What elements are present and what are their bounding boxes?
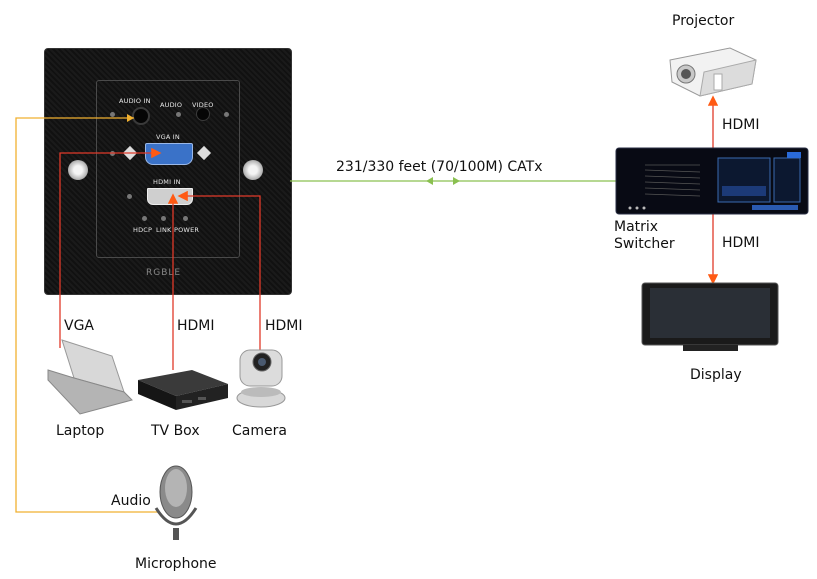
hdmi-camera-label: HDMI	[265, 318, 303, 334]
audio-in-label: AUDIO IN	[119, 97, 151, 105]
vga-cable-line	[59, 147, 162, 348]
audio-arrow-icon	[127, 114, 134, 122]
laptop-icon	[47, 339, 133, 415]
projector-icon	[669, 47, 757, 97]
matrix-label-line1: Matrix	[614, 219, 659, 235]
microphone-label: Microphone	[135, 556, 217, 572]
audio-label-text: Audio	[111, 493, 151, 509]
tvbox-icon	[138, 370, 228, 410]
tvbox-label: TV Box	[151, 423, 200, 439]
brand-logo: RGBLE	[146, 268, 182, 278]
video-indicator-jack-icon	[196, 107, 210, 121]
hdmi-camera-cable-line	[177, 190, 261, 350]
power-led-icon	[183, 216, 188, 221]
vga-label: VGA	[64, 318, 95, 334]
laptop-label: Laptop	[56, 423, 105, 439]
camera-icon	[236, 349, 286, 408]
microphone-icon	[154, 465, 198, 540]
hdmi-display-label: HDMI	[722, 235, 760, 251]
matrix-switcher-icon	[615, 147, 809, 215]
screw-left-icon	[68, 160, 88, 180]
hdcp-led-icon	[142, 216, 147, 221]
display-label: Display	[690, 367, 742, 383]
hdmi-in-label: HDMI IN	[153, 178, 181, 186]
display-icon	[641, 282, 779, 351]
link-label: LINK	[156, 226, 172, 234]
audio-led-icon	[110, 112, 115, 117]
camera-label: Camera	[232, 423, 287, 439]
audio-cable-line	[15, 117, 158, 513]
video-led-icon	[224, 112, 229, 117]
catx-arrow-right-icon	[453, 177, 460, 185]
audio-indicator-led-icon	[176, 112, 181, 117]
audio-in-jack-icon	[132, 107, 150, 125]
hdcp-label: HDCP	[133, 226, 153, 234]
screw-right-icon	[243, 160, 263, 180]
matrix-label-line2: Switcher	[614, 236, 675, 252]
hdmi-led-icon	[127, 194, 132, 199]
hdmi-projector-label: HDMI	[722, 117, 760, 133]
catx-arrow-left-icon	[426, 177, 433, 185]
panel-inner-frame	[96, 80, 240, 258]
vga-in-label: VGA IN	[156, 133, 180, 141]
video-label: VIDEO	[192, 101, 214, 109]
hdmi-tvbox-label: HDMI	[177, 318, 215, 334]
link-led-icon	[161, 216, 166, 221]
audio-label: AUDIO	[160, 101, 183, 109]
catx-label: 231/330 feet (70/100M) CATx	[336, 159, 543, 175]
projector-label: Projector	[672, 13, 735, 29]
power-label: POWER	[174, 226, 200, 234]
